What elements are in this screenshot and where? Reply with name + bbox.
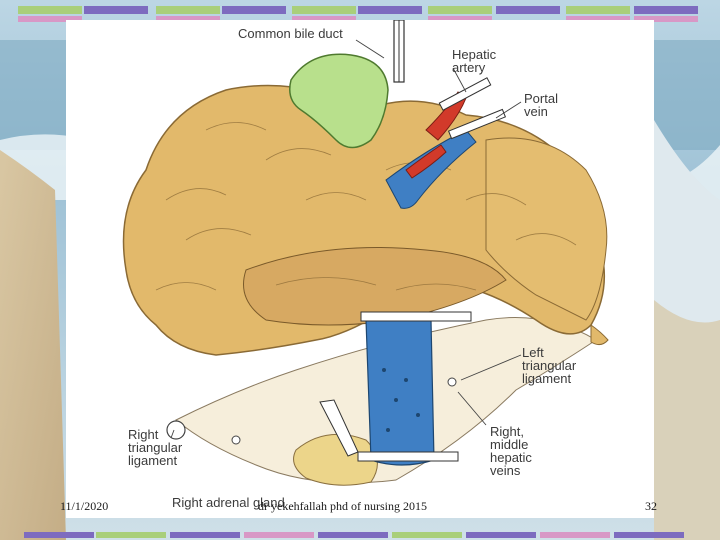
portal-vein-shape [385,129,477,209]
liver-anatomy-drawing [122,20,609,486]
top-decorative-bars [18,6,698,22]
inferior-vena-cava-shape [365,316,435,466]
label-portal-vein: Portal vein [524,91,558,119]
liver-illustration-panel: Common bile duct Hepatic artery Portal v… [66,20,654,518]
footer-author: dr yekehfallah phd of nursing 2015 [258,499,427,513]
gallbladder-shape [289,53,389,149]
label-right-adrenal-gland: Right adrenal gland [172,495,285,510]
footer-page-number: 32 [645,499,657,513]
label-hepatic-artery: Hepatic artery [452,47,497,75]
label-common-bile-duct: Common bile duct [238,26,343,41]
footer-date: 11/1/2020 [60,499,109,513]
right-ligament-tie [166,420,186,440]
label-left-triangular-ligament: Left triangular ligament [522,345,577,386]
label-right-middle-hepatic-veins: Right, middle hepatic veins [490,424,532,478]
bottom-decorative-bars [24,532,684,538]
label-right-triangular-ligament: Right triangular ligament [128,427,183,468]
